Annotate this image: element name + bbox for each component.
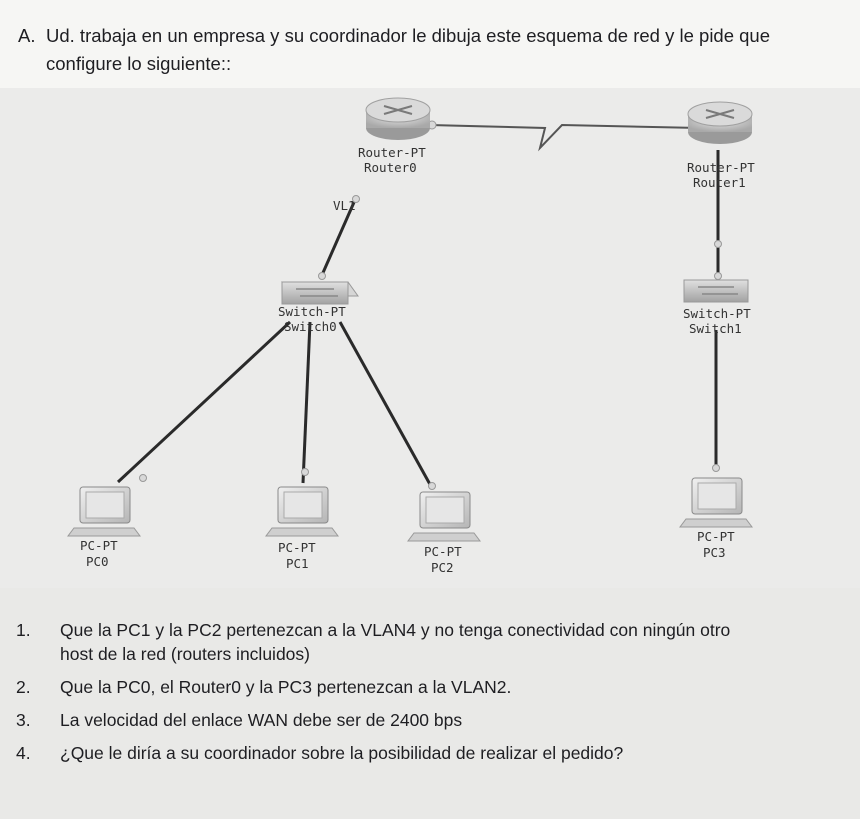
requirement-item: 4. ¿Que le diría a su coordinador sobre … (16, 741, 856, 765)
requirement-text-cont: host de la red (routers incluidos) (60, 644, 310, 664)
cable-switch0-pc2 (338, 321, 434, 489)
router1-name-label: Router1 (693, 175, 746, 190)
pc2-name-label: PC2 (431, 560, 454, 575)
switch0-type-label: Switch-PT (278, 304, 346, 319)
requirement-number: 3. (16, 710, 31, 730)
pc2-type-label: PC-PT (424, 544, 462, 559)
link-status-dots (139, 120, 722, 490)
switch1-name-label: Switch1 (689, 321, 742, 336)
exercise-line-2: configure lo siguiente:: (46, 53, 232, 74)
requirement-text: Que la PC0, el Router0 y la PC3 pertenez… (60, 677, 512, 697)
router1-icon[interactable] (687, 101, 753, 144)
requirement-text: ¿Que le diría a su coordinador sobre la … (60, 743, 624, 763)
switch0-name-label: Switch0 (284, 319, 337, 334)
router0-icon[interactable] (365, 97, 431, 140)
switch0-icon[interactable] (281, 281, 359, 305)
requirements-list: 1. Que la PC1 y la PC2 pertenezcan a la … (16, 618, 856, 774)
cable-switch0-pc0 (116, 320, 292, 484)
requirement-item: 1. Que la PC1 y la PC2 pertenezcan a la … (16, 618, 856, 666)
cables (116, 123, 720, 489)
router1-type-label: Router-PT (687, 160, 755, 175)
exercise-statement: A. Ud. trabaja en un empresa y su coordin… (18, 22, 853, 78)
pc1-type-label: PC-PT (278, 540, 316, 555)
requirement-item: 3. La velocidad del enlace WAN debe ser … (16, 708, 856, 732)
network-diagram: Router-PT Router0 Router-PT Router1 Swit… (67, 97, 755, 575)
requirement-number: 1. (16, 620, 31, 640)
requirement-item: 2. Que la PC0, el Router0 y la PC3 perte… (16, 675, 856, 699)
switch1-icon[interactable] (683, 279, 749, 303)
cable-switch0-pc1 (301, 321, 312, 484)
router0-name-label: Router0 (364, 160, 417, 175)
pc3-type-label: PC-PT (697, 529, 735, 544)
exercise-letter: A. (18, 25, 36, 46)
link-label-vl1: VL1 (333, 198, 356, 213)
device-labels: Router-PT Router0 Router-PT Router1 Swit… (80, 145, 755, 575)
pc0-name-label: PC0 (86, 554, 109, 569)
pc0-type-label: PC-PT (80, 538, 118, 553)
cable-router0-switch0 (320, 199, 357, 276)
requirement-number: 2. (16, 677, 31, 697)
header-region: A. Ud. trabaja en un empresa y su coordin… (0, 0, 860, 88)
requirement-number: 4. (16, 743, 31, 763)
pc1-icon[interactable] (265, 486, 339, 537)
pc0-icon[interactable] (67, 486, 141, 537)
switch1-type-label: Switch-PT (683, 306, 751, 321)
pc2-icon[interactable] (407, 491, 481, 542)
pc3-name-label: PC3 (703, 545, 726, 560)
pc1-name-label: PC1 (286, 556, 309, 571)
requirement-text: La velocidad del enlace WAN debe ser de … (60, 710, 463, 730)
wan-serial-link (429, 123, 701, 152)
router0-type-label: Router-PT (358, 145, 426, 160)
exercise-line-1: Ud. trabaja en un empresa y su coordinad… (46, 25, 771, 46)
requirement-text: Que la PC1 y la PC2 pertenezcan a la VLA… (60, 620, 731, 640)
pc3-icon[interactable] (679, 477, 753, 528)
